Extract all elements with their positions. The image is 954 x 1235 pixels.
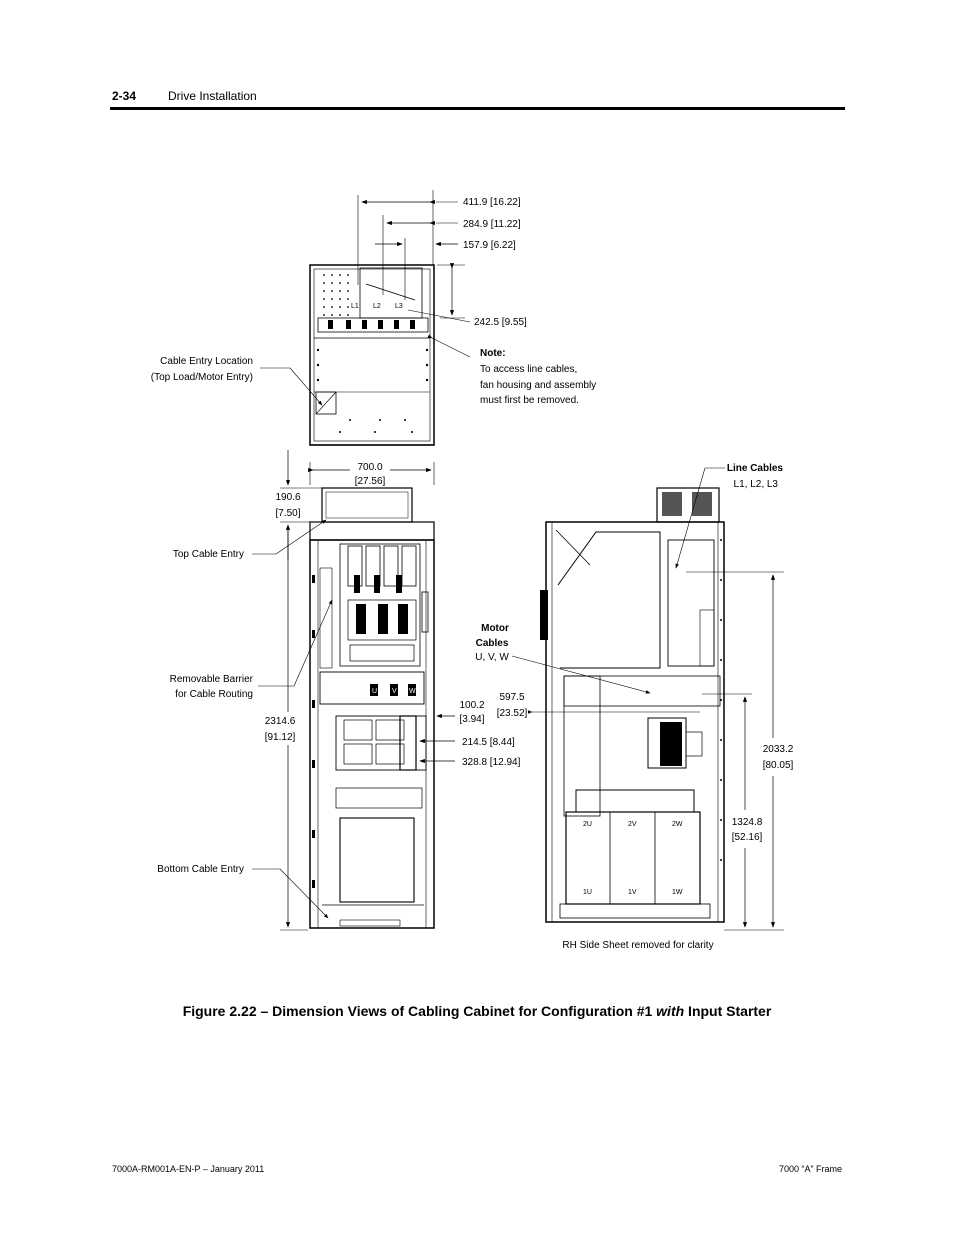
footer-product: 7000 “A” Frame bbox=[778, 1164, 842, 1174]
dim-height-mm: 2314.6 bbox=[265, 716, 296, 727]
header-rule bbox=[110, 107, 845, 110]
motor-cables-title: Motor bbox=[481, 623, 509, 634]
dim-1324-mm: 1324.8 bbox=[732, 817, 763, 828]
dim-100-mm: 100.2 bbox=[459, 700, 484, 711]
bottom-cable-entry-label: Bottom Cable Entry bbox=[157, 864, 244, 875]
transformer-term: 2V bbox=[628, 821, 637, 828]
dim-height-in: [91.12] bbox=[265, 732, 296, 743]
note-line: fan housing and assembly bbox=[480, 380, 596, 391]
barrier-label: Removable Barrier bbox=[170, 674, 254, 685]
motor-term: V bbox=[392, 688, 397, 695]
cable-entry-label: (Top Load/Motor Entry) bbox=[151, 372, 253, 383]
dim-1324-in: [52.16] bbox=[732, 832, 763, 843]
top-view: L1 L2 L3 411.9 [16.22] 284.9 [11.22] 157… bbox=[151, 190, 596, 446]
motor-cables-terms: U, V, W bbox=[475, 652, 509, 663]
caption-suffix: Input Starter bbox=[684, 1003, 772, 1019]
dim-597-mm: 597.5 bbox=[499, 692, 524, 703]
dim-2033-mm: 2033.2 bbox=[763, 744, 794, 755]
transformer-term: 1U bbox=[583, 889, 592, 896]
transformer-term: 2W bbox=[672, 821, 683, 828]
dim-157: 157.9 [6.22] bbox=[463, 240, 516, 251]
caption-italic: with bbox=[656, 1003, 685, 1019]
motor-cables-title: Cables bbox=[476, 638, 509, 649]
page-number: 2-34 bbox=[112, 89, 137, 103]
note-line: To access line cables, bbox=[480, 364, 577, 375]
terminal-label: L2 bbox=[373, 303, 381, 310]
dim-411: 411.9 [16.22] bbox=[463, 197, 521, 208]
dim-top-in: [7.50] bbox=[275, 508, 300, 519]
top-cable-entry-label: Top Cable Entry bbox=[173, 549, 244, 560]
dim-214: 214.5 [8.44] bbox=[462, 737, 515, 748]
motor-term: W bbox=[409, 688, 416, 695]
dim-width-mm: 700.0 bbox=[357, 462, 382, 473]
section-title: Drive Installation bbox=[168, 89, 257, 103]
barrier-label: for Cable Routing bbox=[175, 689, 253, 700]
side-view: 2U 2V 2W 1U 1V 1W Line Cables L1, L2, L3… bbox=[475, 463, 793, 951]
dim-284: 284.9 [11.22] bbox=[463, 219, 521, 230]
dim-2033-in: [80.05] bbox=[763, 760, 794, 771]
dim-242: 242.5 [9.55] bbox=[474, 317, 527, 328]
side-view-caption: RH Side Sheet removed for clarity bbox=[562, 940, 713, 951]
terminal-label: L1 bbox=[351, 303, 359, 310]
footer-doc-id: 7000A-RM001A-EN-P – January 2011 bbox=[112, 1164, 265, 1174]
line-cables-terms: L1, L2, L3 bbox=[734, 479, 779, 490]
line-cables-title: Line Cables bbox=[727, 463, 784, 474]
dim-597-in: [23.52] bbox=[497, 708, 528, 719]
transformer-term: 2U bbox=[583, 821, 592, 828]
figure-caption: Figure 2.22 – Dimension Views of Cabling… bbox=[0, 1003, 954, 1019]
motor-term: U bbox=[372, 688, 377, 695]
note-line: must first be removed. bbox=[480, 395, 579, 406]
cable-entry-label: Cable Entry Location bbox=[160, 356, 253, 367]
dim-top-mm: 190.6 bbox=[275, 492, 300, 503]
caption-prefix: Figure 2.22 – Dimension Views of Cabling… bbox=[182, 1003, 657, 1019]
dim-width-in: [27.56] bbox=[355, 476, 386, 487]
dim-100-in: [3.94] bbox=[459, 714, 484, 725]
front-view: U V W 700.0 [27.56] 190.6 bbox=[157, 450, 521, 931]
transformer-term: 1V bbox=[628, 889, 637, 896]
terminal-label: L3 bbox=[395, 303, 403, 310]
note-title: Note: bbox=[480, 348, 506, 359]
transformer-term: 1W bbox=[672, 889, 683, 896]
dim-328: 328.8 [12.94] bbox=[462, 757, 521, 768]
